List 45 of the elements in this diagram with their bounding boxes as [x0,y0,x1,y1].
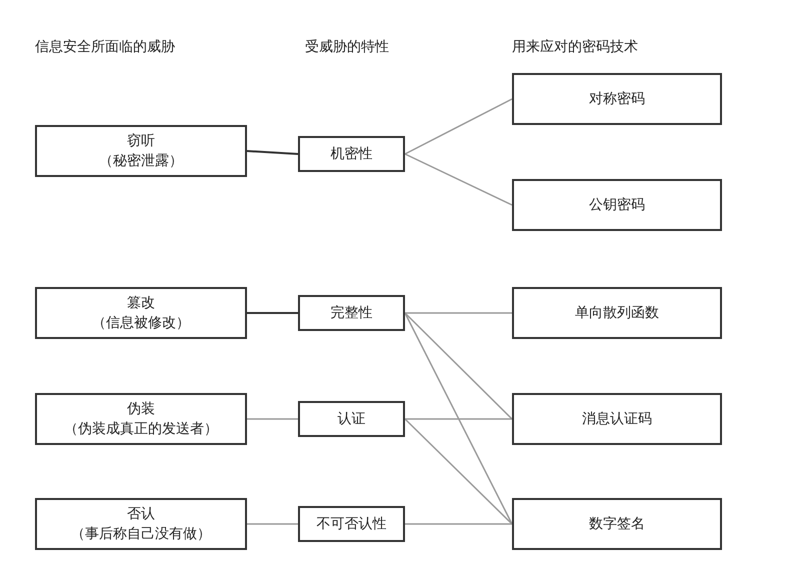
box-text: 伪装 [127,400,155,419]
connector-line [247,312,298,314]
process-box [512,179,722,231]
process-box [512,393,722,445]
box-text: 不可否认性 [316,514,386,534]
connector-line [405,523,512,525]
box-text: 单向散列函数 [575,304,659,323]
box-text: 完整性 [330,304,372,323]
box-text: 认证 [338,410,366,429]
box-text: 窃听 [127,132,155,151]
process-box [35,393,247,445]
box-text: （事后称自己没有做） [71,525,211,544]
box-text: 否认 [127,504,155,524]
column-heading: 受威胁的特性 [305,38,389,56]
box-text: 对称密码 [589,90,645,109]
connector-line [247,418,298,420]
box-text: （秘密泄露） [99,152,183,171]
process-box [298,295,405,331]
box-text: 公钥密码 [589,196,645,215]
connector-line [405,418,512,420]
connector-line [404,312,513,420]
column-heading: 信息安全所面临的威胁 [35,38,175,56]
box-text: 篡改 [127,294,155,313]
process-box [35,498,247,550]
connector-line [404,312,513,524]
box-text: （伪装成真正的发送者） [64,420,218,439]
box-text: 数字签名 [589,514,645,534]
box-text: 消息认证码 [582,410,652,429]
process-box [35,125,247,177]
connector-line [404,153,512,206]
process-box [298,136,405,172]
connector-line [246,150,298,155]
process-box [298,506,405,542]
connector-line [405,312,512,314]
process-box [298,401,405,437]
process-box [512,287,722,339]
connector-line [247,523,298,525]
box-text: （信息被修改） [92,314,190,333]
process-box [512,498,722,550]
connector-line [404,98,512,155]
process-box [35,287,247,339]
box-text: 机密性 [330,144,372,164]
column-heading: 用来应对的密码技术 [512,38,638,56]
process-box [512,73,722,125]
connector-line [404,418,513,525]
